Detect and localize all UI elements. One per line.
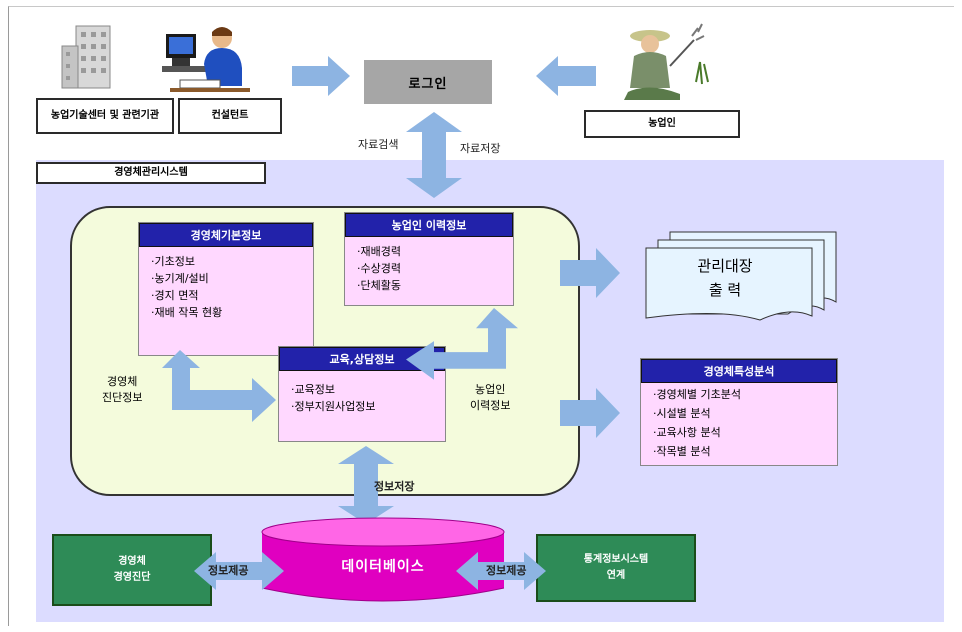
education-item: ·정부지원사업정보	[291, 400, 376, 413]
analysis-item: ·작목별 분석	[653, 445, 711, 458]
farmer-history-label: 농업인 이력정보	[470, 383, 511, 412]
right-arrow-icon	[560, 248, 620, 298]
right-arrow-icon	[292, 56, 350, 96]
info-provide-right-label: 정보제공	[486, 564, 527, 577]
education-item: ·교육정보	[291, 383, 335, 396]
basic-info-box: 경영체기본정보 ·기초정보 ·농기계/설비 ·경지 면적 ·재배 작목 현황	[138, 222, 314, 356]
stats-system-link-box: 통계정보시스템 연계	[536, 534, 696, 602]
basic-info-item: ·농기계/설비	[151, 272, 209, 285]
farm-management-diagnosis-box: 경영체 경영진단	[52, 534, 212, 606]
farmer-label: 농업인	[584, 110, 740, 138]
farmer-history-title: 농업인 이력정보	[345, 213, 513, 237]
info-save-label: 정보저장	[374, 480, 415, 493]
right-arrow-icon	[560, 388, 620, 438]
search-label: 자료검색	[358, 138, 399, 151]
save-label: 자료저장	[460, 142, 501, 155]
basic-info-title: 경영체기본정보	[139, 223, 313, 247]
login-box[interactable]: 로그인	[364, 60, 492, 104]
system-title: 경영체관리시스템	[36, 162, 266, 184]
analysis-item: ·시설별 분석	[653, 407, 711, 420]
analysis-item: ·경영체별 기초분석	[653, 388, 741, 401]
vertical-arrow-icon	[338, 446, 394, 524]
org-label: 농업기술센터 및 관련기관	[36, 98, 174, 134]
farmer-history-box: 농업인 이력정보 ·재배경력 ·수상경력 ·단체활동	[344, 212, 514, 306]
analysis-item: ·교육사항 분석	[653, 426, 721, 439]
double-arrow-right-icon	[456, 552, 546, 590]
bent-arrow-left-icon	[162, 350, 276, 422]
basic-info-item: ·재배 작목 현황	[151, 306, 223, 319]
farm-diag-label: 경영체 진단정보	[102, 375, 143, 404]
database-icon	[261, 517, 505, 602]
double-arrow-left-icon	[194, 552, 284, 590]
registry-line1: 관리대장	[697, 257, 753, 275]
updown-arrow-icon	[406, 112, 462, 198]
document-stack-icon	[645, 231, 837, 321]
registry-line2: 출 력	[708, 281, 742, 299]
bent-arrow-right-icon	[406, 308, 518, 380]
registry-output: 관리대장 출 력	[650, 254, 800, 302]
analysis-box: 경영체특성분석 ·경영체별 기초분석 ·시설별 분석 ·교육사항 분석 ·작목별…	[640, 358, 838, 466]
building-icon	[61, 25, 111, 89]
left-arrow-icon	[536, 56, 596, 96]
basic-info-item: ·기초정보	[151, 255, 195, 268]
farmer-history-item: ·재배경력	[357, 245, 401, 258]
diagram-frame	[8, 6, 954, 626]
database-label: 데이터베이스	[341, 559, 425, 575]
analysis-title: 경영체특성분석	[641, 359, 837, 383]
farmer-icon	[624, 23, 709, 100]
consultant-computer-icon	[162, 27, 250, 92]
consultant-label: 컨설턴트	[178, 98, 282, 134]
farmer-history-item: ·단체활동	[357, 279, 401, 292]
farmer-history-item: ·수상경력	[357, 262, 401, 275]
basic-info-item: ·경지 면적	[151, 289, 199, 302]
info-provide-left-label: 정보제공	[208, 564, 249, 577]
